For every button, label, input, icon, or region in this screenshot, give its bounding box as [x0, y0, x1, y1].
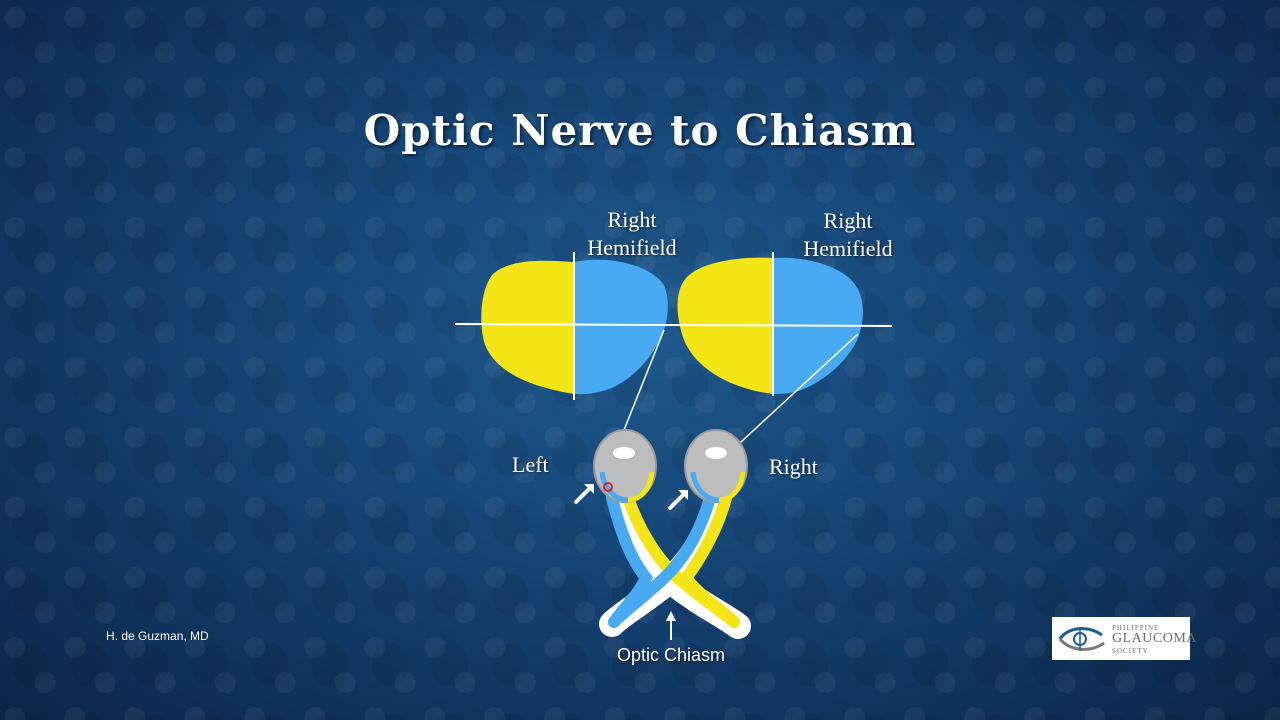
left-field-temporal-half [481, 260, 574, 394]
right-nerve-blue-fibers [608, 492, 716, 628]
logo-line2: GLAUCOMA [1112, 631, 1197, 646]
left-eye-visual-field [481, 259, 668, 395]
left-hemifield-label: Right Hemifield [584, 206, 680, 262]
logo-line1: PHILIPPINE [1112, 624, 1160, 632]
optic-chiasm-label: Optic Chiasm [617, 645, 726, 665]
blind-spot-marker [603, 482, 613, 492]
right-eye-arrow-icon [668, 490, 688, 510]
left-eye [593, 429, 657, 503]
right-hemifield-label-line2: Hemifield [803, 236, 893, 261]
optic-nerves [599, 487, 751, 639]
right-nerve-yellow-fibers [678, 492, 740, 628]
slide-title: Optic Nerve to Chiasm [363, 106, 917, 155]
logo-line3: SOCIETY [1112, 647, 1149, 655]
left-eye-label: Left [512, 452, 549, 477]
horizontal-meridian-line [454, 323, 893, 327]
society-logo: PHILIPPINE GLAUCOMA SOCIETY [1052, 617, 1196, 660]
left-hemifield-label-line2: Hemifield [587, 235, 677, 260]
author-credit: H. de Guzman, MD [106, 629, 209, 643]
left-eye-arrow-icon [574, 484, 594, 504]
left-field-nasal-half [574, 259, 668, 395]
right-hemifield-label: Right Hemifield [796, 207, 900, 263]
left-hemifield-label-line1: Right [607, 207, 657, 232]
chiasm-arrow-icon [666, 611, 676, 640]
right-eye [684, 429, 748, 503]
right-hemifield-label-line1: Right [823, 208, 873, 233]
society-logo-emblem-icon [1058, 627, 1105, 651]
right-eye-label: Right [769, 454, 818, 479]
